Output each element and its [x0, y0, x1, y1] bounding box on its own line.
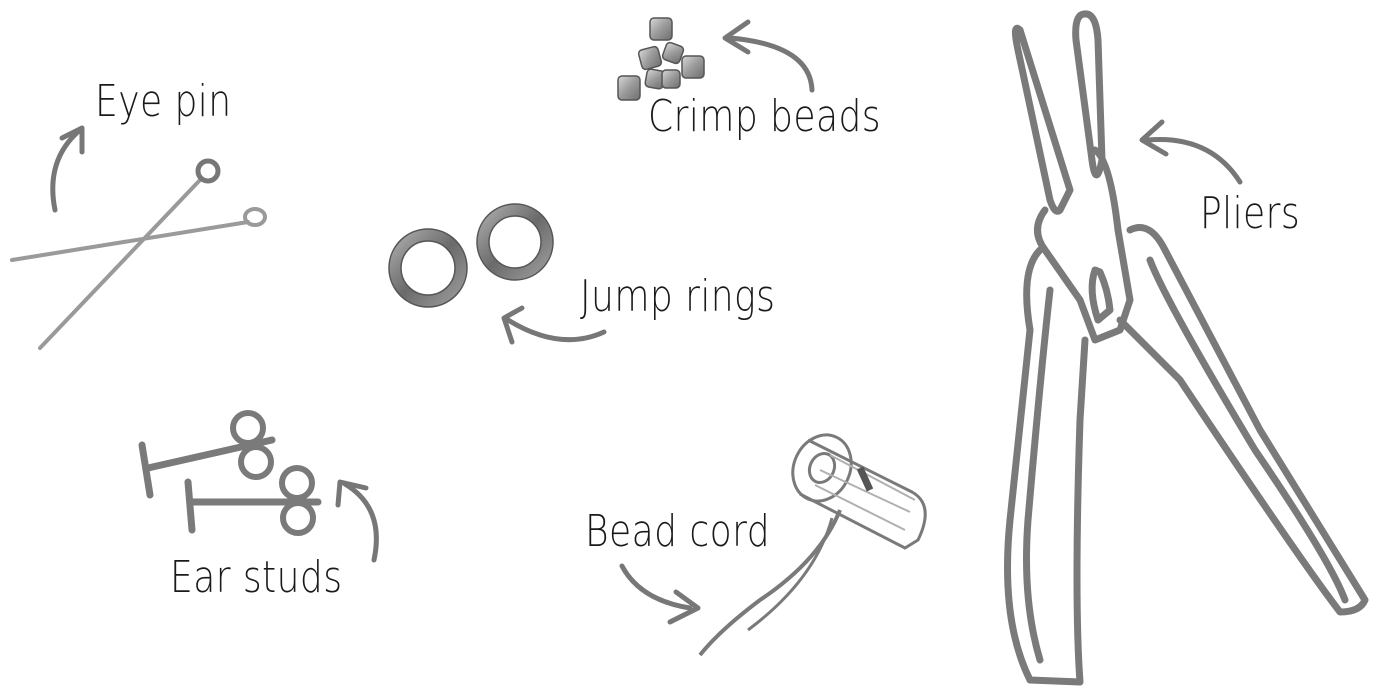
pliers-label: Pliers — [1200, 192, 1300, 236]
pliers-arrow — [1148, 140, 1240, 182]
eye-pin-loop-1 — [245, 209, 265, 225]
pliers-illustration — [1008, 14, 1366, 682]
eye-pin-illustration — [12, 161, 265, 348]
ear-studs-illustration — [142, 413, 318, 533]
ear-studs-label: Ear studs — [170, 556, 342, 600]
jump-rings-label: Jump rings — [580, 275, 775, 319]
jump-rings-arrow — [508, 320, 604, 340]
jump-rings-illustration — [389, 204, 553, 307]
bead-cord-arrow — [622, 566, 690, 608]
ear-studs-arrow — [345, 484, 376, 560]
crimp-beads-label: Crimp beads — [648, 95, 881, 139]
eye-pin-label: Eye pin — [95, 80, 231, 124]
crimp-beads-illustration — [618, 18, 704, 100]
eye-pin-shaft-2 — [40, 180, 200, 348]
eye-pin-loop-2 — [198, 161, 218, 181]
bead-cord-label: Bead cord — [585, 510, 770, 554]
eye-pin-arrow — [53, 130, 80, 210]
